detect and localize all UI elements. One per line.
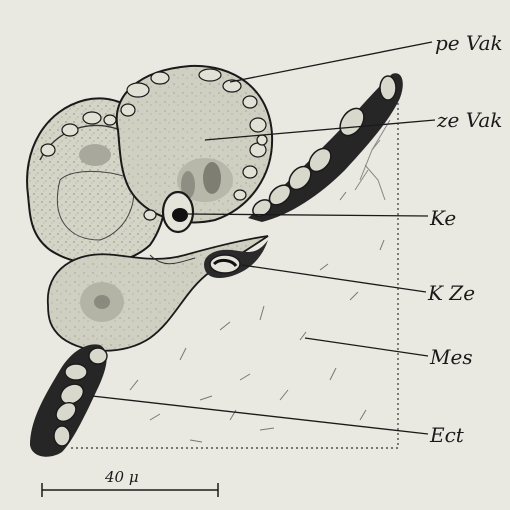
label-ect: Ect — [429, 423, 465, 447]
scale-bar-label: 40 μ — [104, 468, 139, 486]
label-ke: Ke — [429, 206, 456, 230]
label-mes: Mes — [429, 345, 473, 369]
label-pe-vak: pe Vak — [435, 31, 503, 55]
ectoderm-lower — [30, 344, 107, 456]
label-ze-vak: ze Vak — [436, 108, 502, 132]
nucleus-ke — [163, 192, 193, 232]
label-k-ze: K Ze — [427, 281, 475, 305]
